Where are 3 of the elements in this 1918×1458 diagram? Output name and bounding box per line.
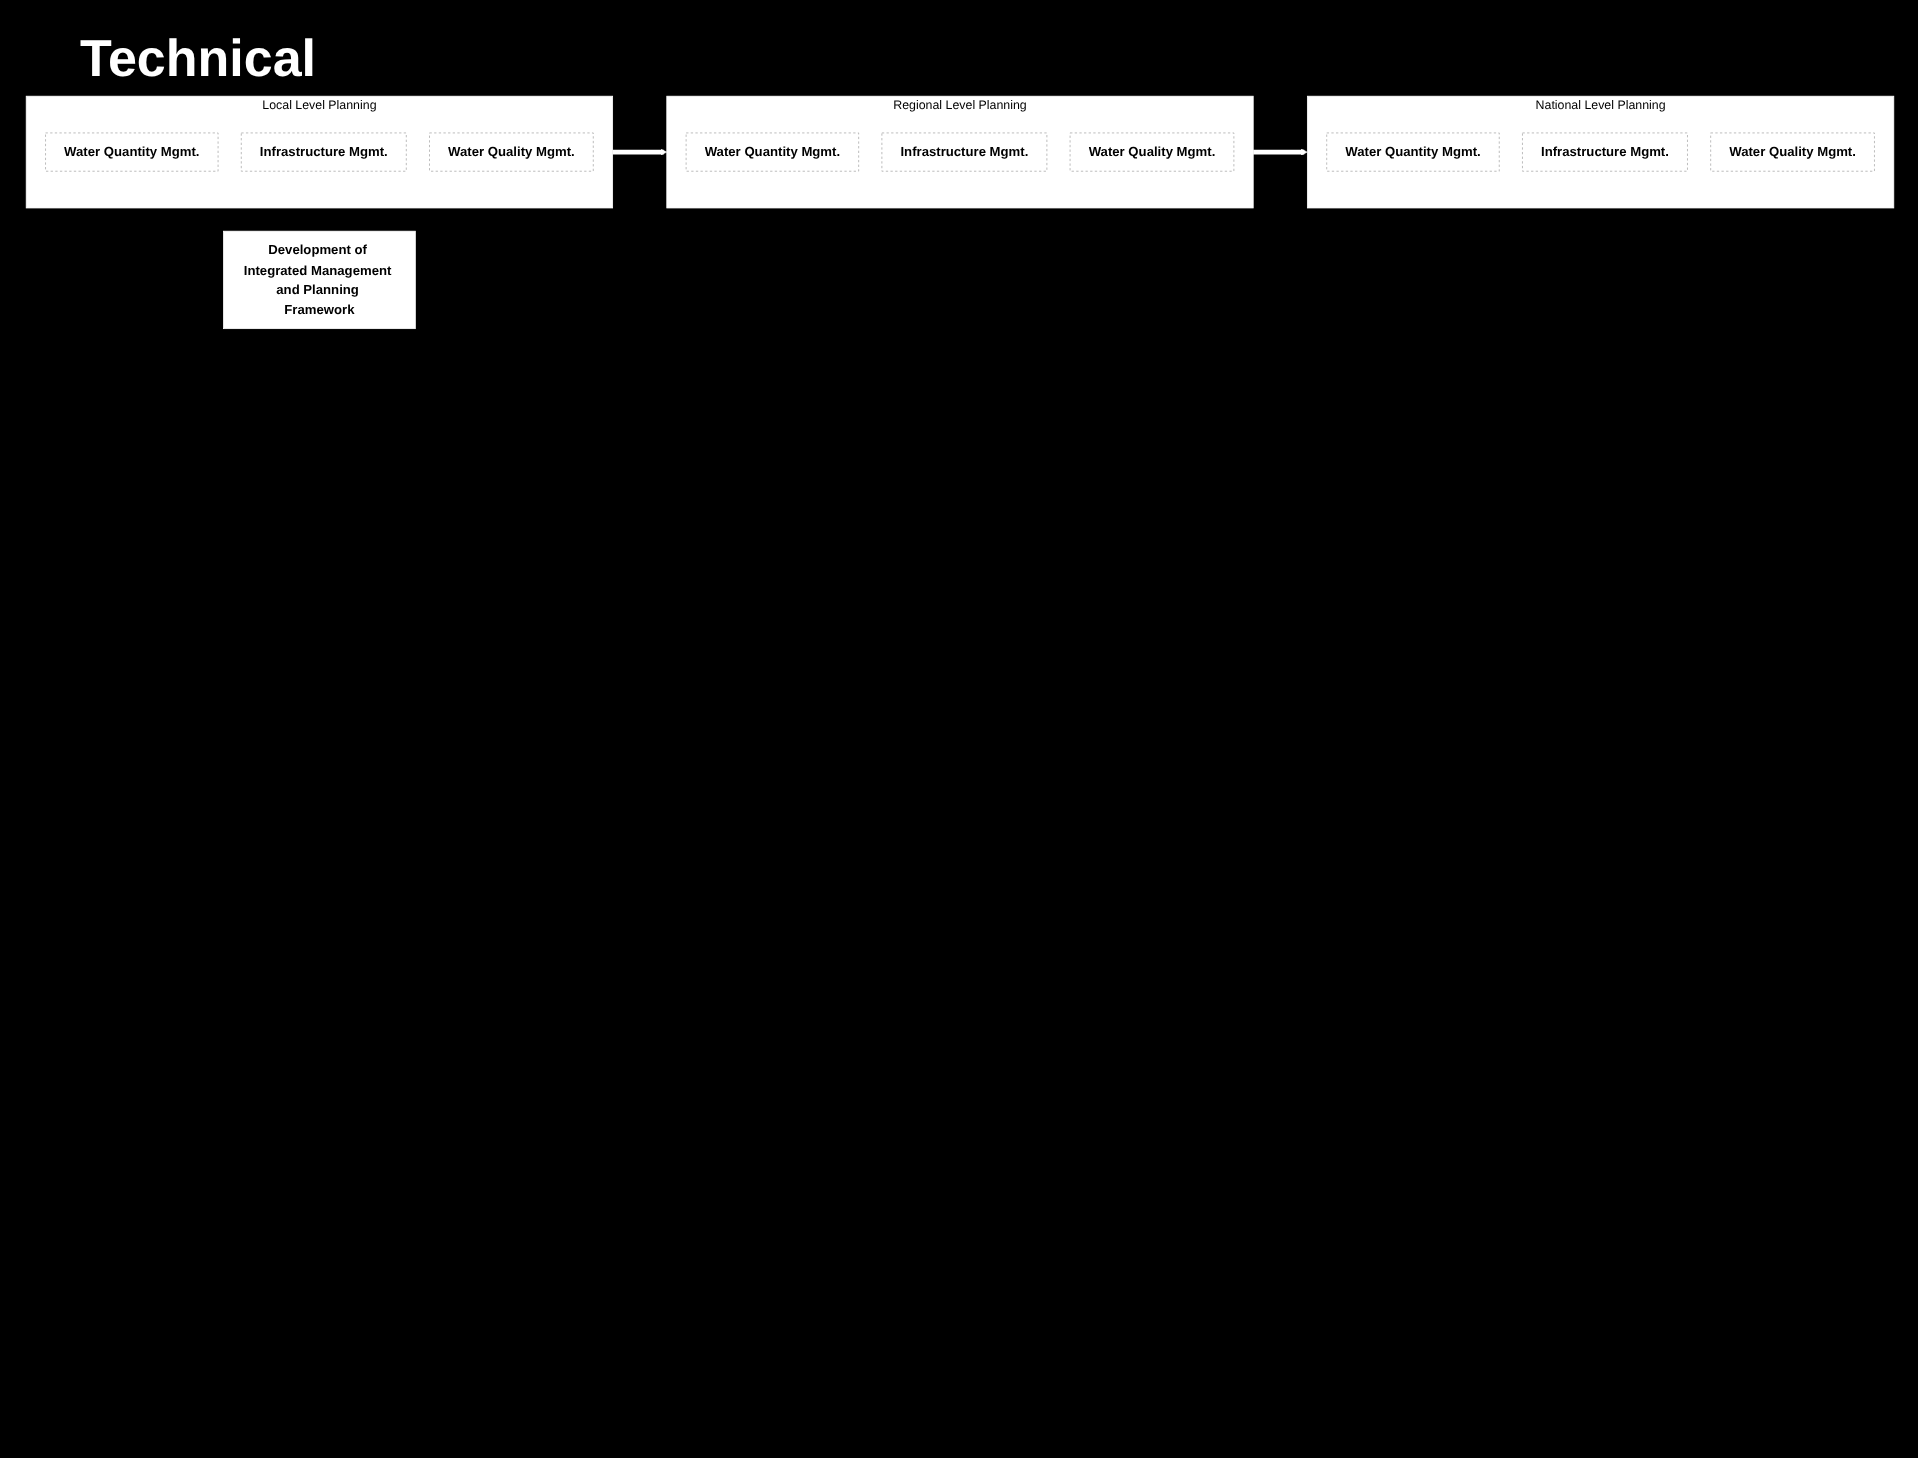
- diagram-title: Technical: [80, 28, 317, 90]
- arrow: [611, 148, 667, 156]
- arrow: [1252, 148, 1307, 156]
